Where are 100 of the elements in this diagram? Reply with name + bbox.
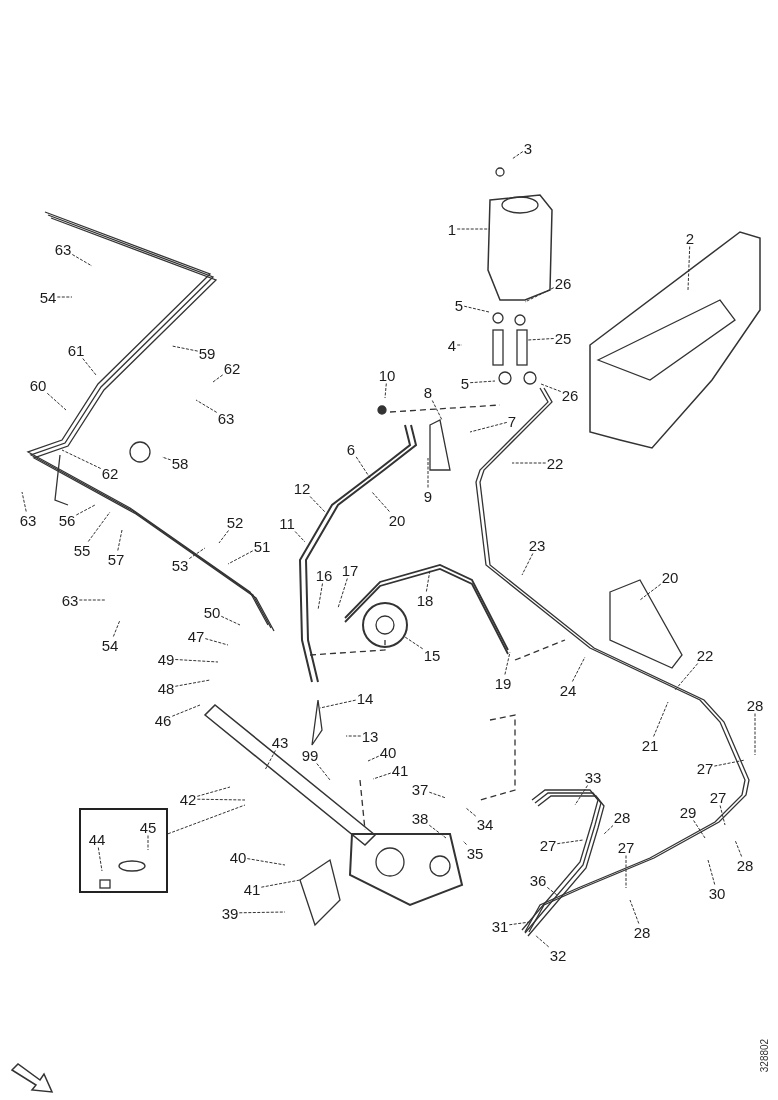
- leader-line: [355, 456, 371, 479]
- callout-number: 50: [202, 603, 222, 621]
- leader-line: [196, 798, 246, 801]
- leader-line: [117, 529, 123, 551]
- leader-line: [469, 421, 508, 433]
- callout-number: 47: [186, 627, 206, 645]
- callout-number: 27: [708, 788, 728, 806]
- leader-line: [260, 879, 301, 888]
- callout-number: 25: [553, 329, 573, 347]
- leader-line: [345, 735, 362, 737]
- leader-line: [527, 338, 555, 341]
- leader-line: [653, 701, 669, 737]
- callout-number: 63: [60, 591, 80, 609]
- leader-line: [75, 504, 96, 516]
- leader-line: [734, 839, 743, 857]
- leader-line: [372, 772, 392, 780]
- leader-line: [508, 921, 531, 926]
- callout-number: 11: [278, 514, 296, 532]
- callout-number: 61: [66, 341, 86, 359]
- leader-line: [264, 750, 276, 771]
- callout-number: 28: [612, 808, 632, 826]
- leader-line: [425, 569, 431, 592]
- callout-number: 22: [545, 454, 565, 472]
- leader-line: [754, 713, 756, 756]
- leader-line: [367, 755, 380, 762]
- callout-number: 9: [422, 487, 434, 505]
- callout-number: 57: [106, 550, 126, 568]
- leader-line: [707, 859, 716, 885]
- callout-number: 27: [616, 838, 636, 856]
- callout-number: 29: [678, 803, 698, 821]
- callout-number: 49: [156, 650, 176, 668]
- callout-number: 63: [18, 511, 38, 529]
- leader-line: [574, 785, 588, 806]
- callout-number: 13: [360, 727, 380, 745]
- callout-number: 42: [178, 790, 198, 808]
- leader-line: [317, 583, 323, 611]
- callout-number: 28: [735, 856, 755, 874]
- leader-line: [540, 383, 562, 392]
- leader-line: [431, 400, 443, 421]
- callout-number: 24: [558, 681, 578, 699]
- callout-number: 2: [684, 229, 696, 247]
- callout-number: 17: [340, 561, 360, 579]
- callout-number: 23: [527, 536, 547, 554]
- leader-line: [571, 656, 586, 682]
- leader-line: [693, 820, 706, 839]
- leader-line: [195, 399, 218, 413]
- leader-line: [147, 835, 149, 851]
- callout-number: 26: [560, 386, 580, 404]
- leader-line: [371, 491, 390, 512]
- callout-number: 20: [387, 511, 407, 529]
- leader-line: [427, 457, 429, 488]
- leader-line: [82, 358, 97, 376]
- leader-line: [639, 583, 662, 601]
- leader-line: [337, 578, 348, 609]
- callout-number: 53: [170, 556, 190, 574]
- inset-frame: [79, 808, 168, 893]
- leader-line: [227, 550, 254, 565]
- leader-line: [546, 886, 558, 896]
- callout-number: 14: [355, 689, 375, 707]
- callout-number: 27: [538, 836, 558, 854]
- callout-number: 28: [632, 923, 652, 941]
- callout-number: 41: [242, 880, 262, 898]
- drawing-number: 328802: [759, 1038, 771, 1073]
- callout-number: 26: [553, 274, 573, 292]
- callout-number: 36: [528, 871, 548, 889]
- callout-number: 35: [465, 844, 485, 862]
- callout-number: 41: [390, 761, 410, 779]
- leader-line: [61, 449, 102, 469]
- leader-line: [629, 899, 640, 924]
- leader-line: [534, 934, 550, 948]
- callout-number: 45: [138, 818, 158, 836]
- leader-line: [674, 663, 699, 691]
- callout-number: 62: [100, 464, 120, 482]
- callout-number: 48: [156, 679, 176, 697]
- leader-line: [21, 491, 27, 512]
- leader-line: [316, 763, 331, 781]
- callout-number: 40: [378, 743, 398, 761]
- leader-line: [309, 496, 326, 513]
- leader-line: [174, 679, 211, 687]
- callout-number: 62: [222, 359, 242, 377]
- leader-line: [511, 151, 524, 160]
- leader-line: [167, 804, 246, 835]
- callout-number: 21: [640, 736, 660, 754]
- callout-number: 63: [216, 409, 236, 427]
- callout-number: 52: [225, 513, 245, 531]
- callout-number: 6: [345, 440, 357, 458]
- leader-line: [428, 791, 447, 799]
- leader-line: [687, 246, 691, 291]
- callout-number: 54: [100, 636, 120, 654]
- leader-line: [428, 824, 447, 839]
- leader-line: [196, 786, 231, 797]
- callout-number: 8: [422, 383, 434, 401]
- leader-line: [171, 345, 199, 352]
- callout-number: 30: [707, 884, 727, 902]
- callout-number: 60: [28, 376, 48, 394]
- leader-line: [719, 805, 726, 826]
- callout-number: 39: [220, 904, 240, 922]
- leader-line: [112, 619, 121, 637]
- callout-number: 22: [695, 646, 715, 664]
- leader-line: [56, 296, 73, 298]
